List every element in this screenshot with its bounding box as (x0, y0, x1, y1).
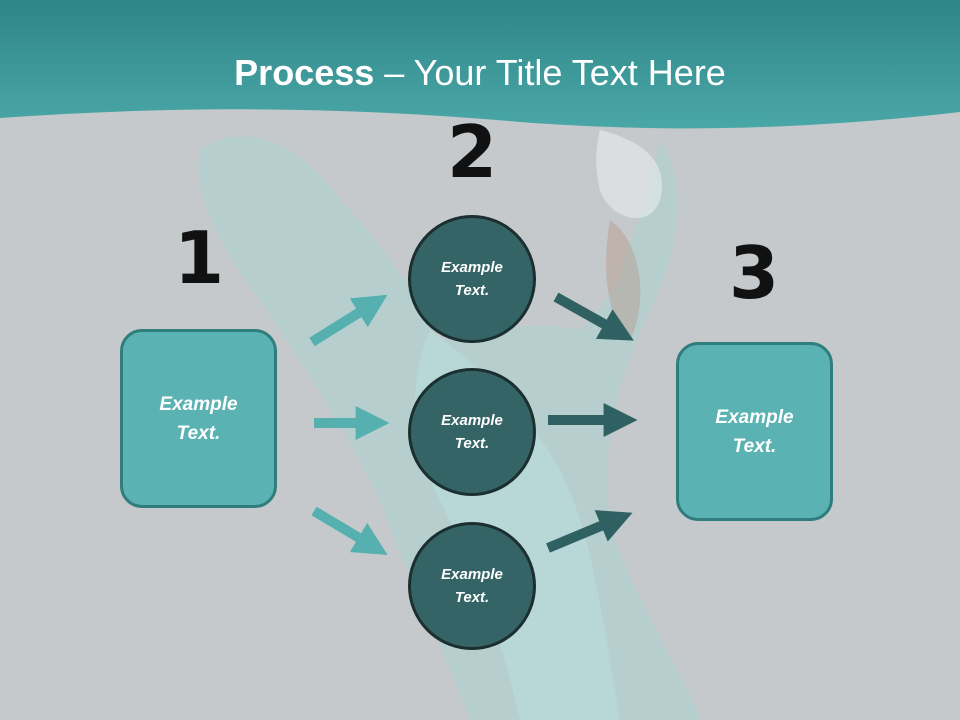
title-bold: Process (234, 52, 375, 93)
arrow-top-to-3 (553, 292, 634, 341)
step-number-3: 3 (728, 231, 780, 315)
arrow-1-to-top (309, 294, 388, 347)
arrow-1-to-bottom (311, 506, 388, 555)
title-rest: – Your Title Text Here (374, 52, 726, 93)
circle-bottom-line1: Example (441, 566, 503, 583)
title-banner (0, 0, 960, 129)
step-number-2: 2 (446, 110, 498, 194)
arrow-bottom-to-3 (546, 510, 633, 553)
step-2-circle-top: Example Text. (408, 215, 536, 343)
step-2-circle-bottom: Example Text. (408, 522, 536, 650)
step-number-1: 1 (173, 216, 225, 300)
step-1-box: Example Text. (120, 329, 277, 508)
circle-top-line2: Text. (454, 282, 490, 299)
circle-bottom-line2: Text. (454, 589, 490, 606)
step-3-box-line1: Example (715, 406, 794, 428)
circle-top-line1: Example (441, 259, 503, 276)
step-3-box: Example Text. (676, 342, 833, 521)
step-1-box-line2: Text. (176, 422, 221, 444)
page-title: Process – Your Title Text Here (0, 52, 960, 94)
circle-middle-line2: Text. (454, 435, 490, 452)
circle-middle-line1: Example (441, 412, 503, 429)
step-3-box-line2: Text. (732, 435, 777, 457)
step-1-box-line1: Example (159, 393, 238, 415)
step-2-circle-middle: Example Text. (408, 368, 536, 496)
